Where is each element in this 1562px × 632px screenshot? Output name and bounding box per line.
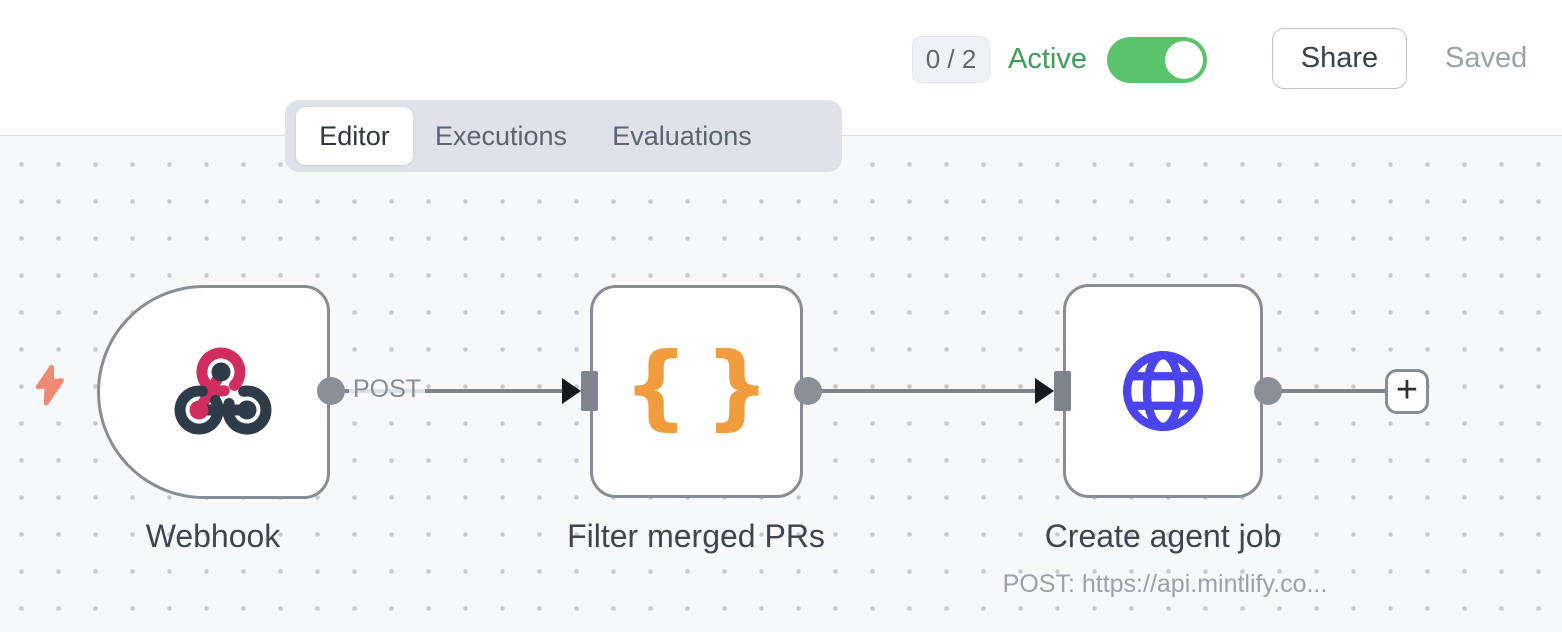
node-webhook[interactable] <box>97 285 330 499</box>
share-button[interactable]: Share <box>1272 28 1407 89</box>
toggle-knob <box>1165 41 1203 79</box>
globe-icon <box>1122 350 1204 432</box>
trigger-bolt-icon <box>35 364 64 406</box>
node-subtitle-http: POST: https://api.mintlify.co... <box>1002 570 1328 598</box>
connection-filter-http[interactable] <box>808 389 1036 393</box>
connection-arrow-icon <box>562 378 581 404</box>
active-status-label: Active <box>1008 43 1087 75</box>
output-port-filter[interactable] <box>794 377 822 405</box>
input-port-filter[interactable] <box>581 371 598 411</box>
close-brace-glyph: } <box>704 332 771 440</box>
bolt-shape <box>35 364 64 406</box>
execution-counter-badge: 0 / 2 <box>912 36 990 83</box>
connection-arrow-icon <box>1035 378 1054 404</box>
node-create-agent-job[interactable] <box>1063 284 1263 498</box>
code-braces-icon: { } <box>623 332 771 443</box>
node-filter-merged-prs[interactable]: { } <box>590 285 803 498</box>
workflow-canvas[interactable]: { } Webhook Filter merged PRs Create age… <box>0 136 1562 632</box>
output-port-webhook[interactable] <box>317 377 345 405</box>
edge-label-post: POST <box>349 375 426 404</box>
input-port-http[interactable] <box>1054 371 1071 411</box>
tab-executions[interactable]: Executions <box>434 121 568 151</box>
save-status-label: Saved <box>1445 42 1528 74</box>
node-title-filter: Filter merged PRs <box>567 518 825 554</box>
output-port-http[interactable] <box>1254 377 1282 405</box>
node-title-webhook: Webhook <box>145 518 281 554</box>
node-title-http: Create agent job <box>1044 518 1282 554</box>
connection-webhook-filter[interactable] <box>331 389 563 393</box>
view-tab-bar: Editor Executions Evaluations <box>285 100 842 172</box>
connection-http-add[interactable] <box>1268 389 1385 393</box>
add-node-button[interactable]: + <box>1385 369 1429 414</box>
tab-editor[interactable]: Editor <box>296 107 413 165</box>
webhook-icon <box>174 347 271 435</box>
open-brace-glyph: { <box>623 332 689 440</box>
tab-evaluations[interactable]: Evaluations <box>612 121 752 151</box>
plus-icon: + <box>1395 368 1419 411</box>
active-toggle-switch[interactable] <box>1107 37 1207 83</box>
